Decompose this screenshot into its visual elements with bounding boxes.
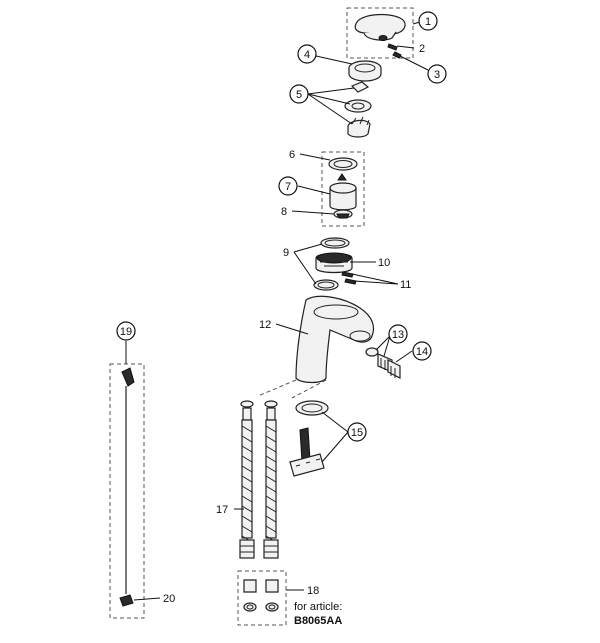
callout-12: 12	[259, 319, 271, 331]
part-seal-upper	[320, 237, 350, 249]
callout-8: 8	[281, 206, 287, 218]
callout-5-text: 5	[296, 89, 302, 101]
callout-10: 10	[378, 257, 390, 269]
callout-10-text: 10	[378, 257, 390, 269]
callout-1-text: 1	[425, 16, 431, 28]
part-cartridge-group	[321, 151, 365, 227]
callout-15-text: 15	[351, 427, 363, 439]
callout-4: 4	[297, 44, 317, 64]
part-adapter-set	[344, 81, 372, 138]
callout-9: 9	[283, 247, 289, 259]
callout-3: 3	[427, 64, 447, 84]
callout-17: 17	[216, 504, 228, 516]
article-note-label: for article:	[294, 601, 342, 613]
part-base-insert	[315, 252, 353, 274]
callout-4-text: 4	[304, 49, 310, 61]
callout-13: 13	[388, 324, 408, 344]
callout-11-text: 11	[400, 279, 411, 291]
callout-6-text: 6	[289, 149, 295, 161]
callout-7: 7	[278, 176, 298, 196]
part-set-screw	[387, 43, 398, 51]
callout-19-text: 19	[120, 326, 132, 338]
callout-12-text: 12	[259, 319, 271, 331]
callout-5: 5	[289, 84, 309, 104]
callout-18: 18	[307, 585, 319, 597]
callout-7-text: 7	[285, 181, 291, 193]
article-note: for article: B8065AA	[294, 601, 342, 627]
callout-20-text: 20	[163, 593, 175, 605]
callout-6: 6	[289, 149, 295, 161]
part-cover-ring	[348, 60, 382, 82]
callout-2: 2	[419, 43, 425, 55]
part-flex-hoses	[239, 400, 279, 559]
part-aerator	[377, 353, 401, 379]
callout-20: 20	[163, 593, 175, 605]
callout-8-text: 8	[281, 206, 287, 218]
callout-19: 19	[116, 321, 136, 341]
callout-17-text: 17	[216, 504, 228, 516]
part-small-clips	[341, 271, 357, 285]
callout-9-text: 9	[283, 247, 289, 259]
part-fixing-set	[289, 400, 329, 477]
callout-14: 14	[412, 341, 432, 361]
part-nut-set	[237, 570, 287, 626]
callout-11: 11	[400, 279, 411, 291]
part-seal-lower	[313, 279, 339, 291]
callout-3-text: 3	[434, 69, 440, 81]
part-popup-rod	[109, 363, 145, 619]
part-lever-handle	[346, 7, 414, 59]
callout-2-text: 2	[419, 43, 425, 55]
part-faucet-body	[257, 295, 375, 399]
part-aerator-seal	[365, 347, 379, 357]
part-screw-small	[392, 51, 402, 59]
callout-14-text: 14	[416, 346, 428, 358]
callout-13-text: 13	[392, 329, 404, 341]
leader-lines	[125, 21, 429, 601]
callout-1: 1	[418, 11, 438, 31]
callout-18-text: 18	[307, 585, 319, 597]
callout-15: 15	[347, 422, 367, 442]
article-number: B8065AA	[294, 615, 342, 627]
